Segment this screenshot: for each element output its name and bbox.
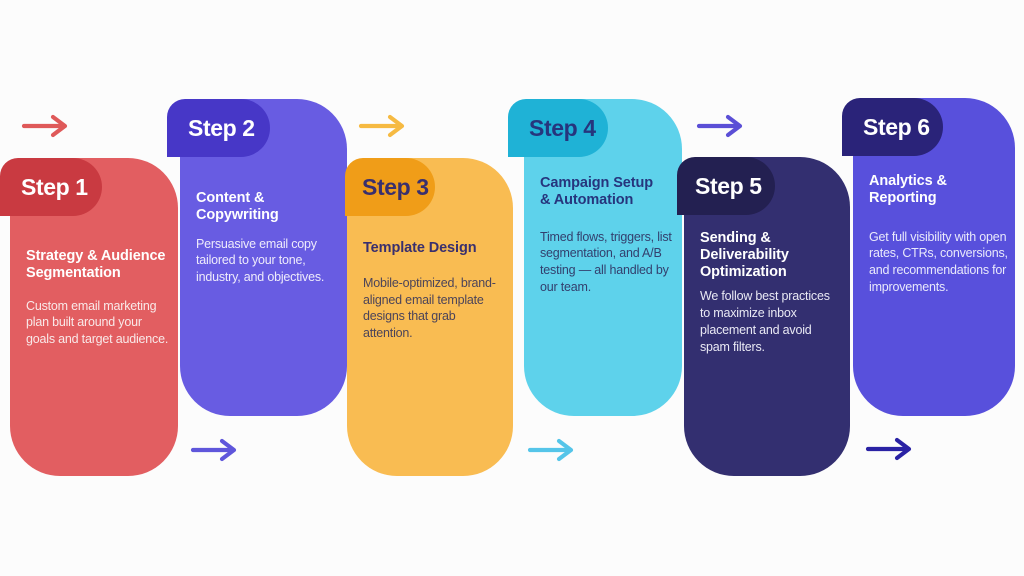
- flow-arrow: [696, 114, 746, 138]
- step-description: Custom email marketing plan built around…: [26, 298, 169, 347]
- step-title: Template Design: [363, 240, 477, 256]
- step-content: Content & Copywriting Persuasive email c…: [196, 190, 340, 286]
- step-content: Strategy & Audience Segmentation Custom …: [26, 248, 171, 348]
- step-description: Timed flows, triggers, list segmentation…: [540, 229, 672, 294]
- step-description: Persuasive email copy tailored to your t…: [196, 236, 325, 285]
- step-card: Step 5 Sending & Deliverability Optimiza…: [677, 157, 850, 476]
- step-card: Step 6 Analytics & Reporting Get full vi…: [842, 98, 1015, 416]
- step-pill: Step 6: [842, 98, 943, 156]
- flow-arrow: [190, 438, 240, 462]
- step-content: Template Design Mobile-optimized, brand-…: [363, 240, 506, 342]
- step-card: Step 2 Content & Copywriting Persuasive …: [167, 99, 347, 416]
- arrow-right-icon: [865, 437, 912, 461]
- arrow-right-icon: [696, 114, 743, 138]
- step-card: Step 4 Campaign Setup & Automation Timed…: [508, 99, 682, 416]
- step-content: Analytics & Reporting Get full visibilit…: [869, 173, 1008, 296]
- step-label: Step 2: [188, 114, 255, 141]
- step-pill: Step 5: [677, 157, 775, 215]
- arrow-right-icon: [21, 114, 68, 138]
- step-title: Analytics & Reporting: [869, 173, 947, 206]
- step-card: Step 1 Strategy & Audience Segmentation …: [0, 158, 178, 476]
- arrow-right-icon: [527, 438, 574, 462]
- step-content: Sending & Deliverability Optimization We…: [700, 230, 843, 355]
- arrow-right-icon: [358, 114, 405, 138]
- step-title: Content & Copywriting: [196, 190, 279, 223]
- step-content: Campaign Setup & Automation Timed flows,…: [540, 175, 675, 296]
- step-title: Strategy & Audience Segmentation: [26, 248, 166, 281]
- step-label: Step 1: [21, 173, 88, 200]
- step-description: We follow best practices to maximize inb…: [700, 289, 830, 354]
- step-description: Get full visibility with open rates, CTR…: [869, 229, 1008, 294]
- step-pill: Step 1: [0, 158, 102, 216]
- step-label: Step 3: [362, 173, 429, 200]
- step-label: Step 4: [529, 114, 596, 141]
- arrow-right-icon: [190, 438, 237, 462]
- flow-arrow: [527, 438, 577, 462]
- step-pill: Step 2: [167, 99, 270, 157]
- step-pill: Step 3: [345, 158, 435, 216]
- step-label: Step 5: [695, 172, 762, 199]
- step-label: Step 6: [863, 113, 930, 140]
- step-pill: Step 4: [508, 99, 608, 157]
- flow-arrow: [865, 437, 915, 461]
- step-title: Campaign Setup & Automation: [540, 175, 654, 208]
- flow-arrow: [358, 114, 408, 138]
- flow-arrow: [21, 114, 71, 138]
- step-title: Sending & Deliverability Optimization: [700, 230, 789, 280]
- step-description: Mobile-optimized, brand-aligned email te…: [363, 275, 496, 341]
- step-card: Step 3 Template Design Mobile-optimized,…: [345, 158, 513, 476]
